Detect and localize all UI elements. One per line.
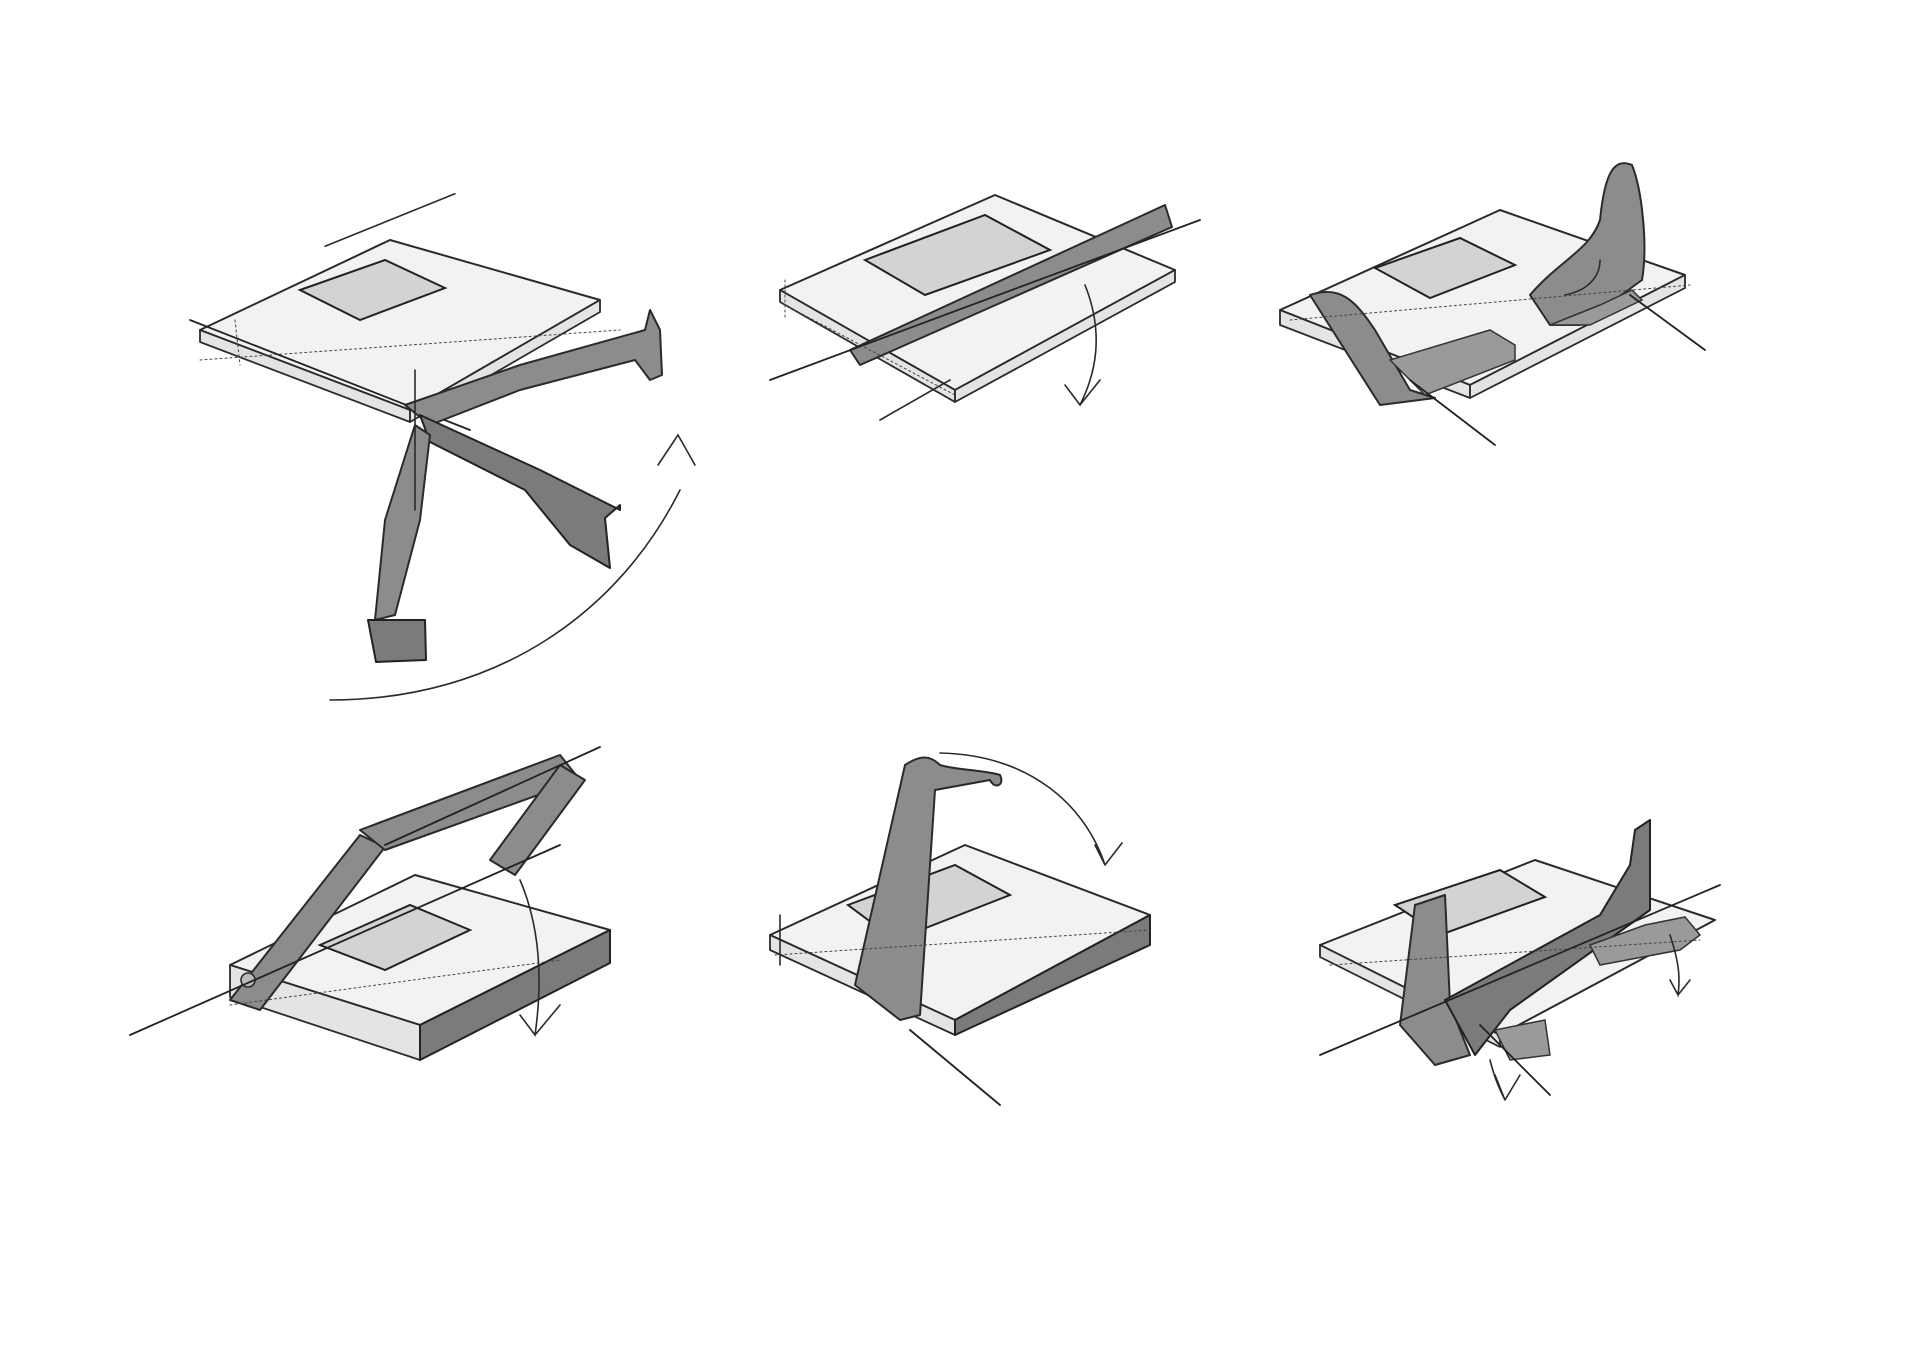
sketch-stand-arm-upright (769, 752, 1151, 1106)
sketch-stand-wing-folding (1319, 819, 1721, 1101)
sketch-stand-frame-raised (129, 746, 611, 1061)
sketch-stand-wings-raised (1279, 162, 1706, 446)
sketch-stand-flap-folding (769, 194, 1201, 421)
sketch-stand-legs-splayed (189, 192, 696, 701)
